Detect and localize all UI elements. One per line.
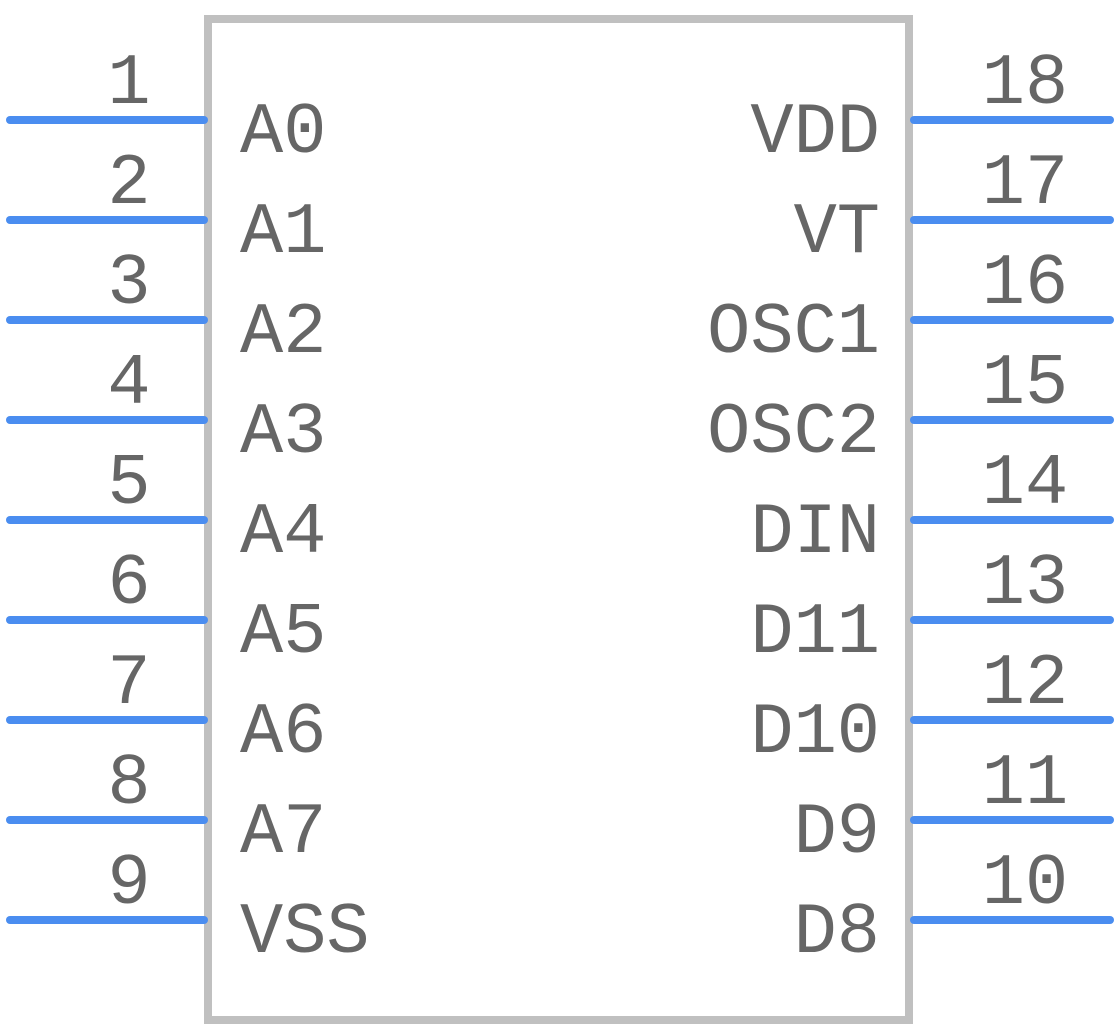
pin-number: 5 bbox=[107, 443, 150, 525]
left-pin-6: 6A5 bbox=[6, 543, 326, 674]
pin-number: 9 bbox=[107, 843, 150, 925]
pin-name: VT bbox=[794, 192, 880, 274]
pin-number: 6 bbox=[107, 543, 150, 625]
pin-name: A7 bbox=[240, 792, 326, 874]
pin-number: 18 bbox=[982, 43, 1068, 125]
left-pin-7: 7A6 bbox=[6, 643, 326, 774]
pin-name: A3 bbox=[240, 392, 326, 474]
pin-name: DIN bbox=[750, 492, 880, 574]
pin-name: A0 bbox=[240, 92, 326, 174]
pin-number: 1 bbox=[107, 43, 150, 125]
pin-name: D8 bbox=[794, 892, 880, 974]
pin-name: OSC2 bbox=[707, 392, 880, 474]
pin-number: 13 bbox=[982, 543, 1068, 625]
pin-number: 3 bbox=[107, 243, 150, 325]
pin-name: D9 bbox=[794, 792, 880, 874]
left-pin-4: 4A3 bbox=[6, 343, 326, 474]
left-pin-8: 8A7 bbox=[6, 743, 326, 874]
pin-name: A6 bbox=[240, 692, 326, 774]
pin-number: 7 bbox=[107, 643, 150, 725]
pin-name: A1 bbox=[240, 192, 326, 274]
pin-name: VSS bbox=[240, 892, 370, 974]
pin-number: 4 bbox=[107, 343, 150, 425]
pin-number: 2 bbox=[107, 143, 150, 225]
ic-body-outline bbox=[204, 15, 913, 1024]
pin-number: 14 bbox=[982, 443, 1068, 525]
left-pin-5: 5A4 bbox=[6, 443, 326, 574]
pin-number: 8 bbox=[107, 743, 150, 825]
pin-number: 16 bbox=[982, 243, 1068, 325]
pin-name: D10 bbox=[750, 692, 880, 774]
pin-name: A5 bbox=[240, 592, 326, 674]
pin-name: A4 bbox=[240, 492, 326, 574]
right-pin-group: 18VDD17VT16OSC115OSC214DIN13D1112D1011D9… bbox=[707, 43, 1114, 974]
pin-name: VDD bbox=[750, 92, 880, 174]
left-pin-1: 1A0 bbox=[6, 43, 326, 174]
pin-name: A2 bbox=[240, 292, 326, 374]
pin-number: 11 bbox=[982, 743, 1068, 825]
pin-number: 17 bbox=[982, 143, 1068, 225]
left-pin-2: 2A1 bbox=[6, 143, 326, 274]
pin-number: 10 bbox=[982, 843, 1068, 925]
pin-name: OSC1 bbox=[707, 292, 880, 374]
left-pin-3: 3A2 bbox=[6, 243, 326, 374]
pin-name: D11 bbox=[750, 592, 880, 674]
pin-number: 12 bbox=[982, 643, 1068, 725]
pin-number: 15 bbox=[982, 343, 1068, 425]
